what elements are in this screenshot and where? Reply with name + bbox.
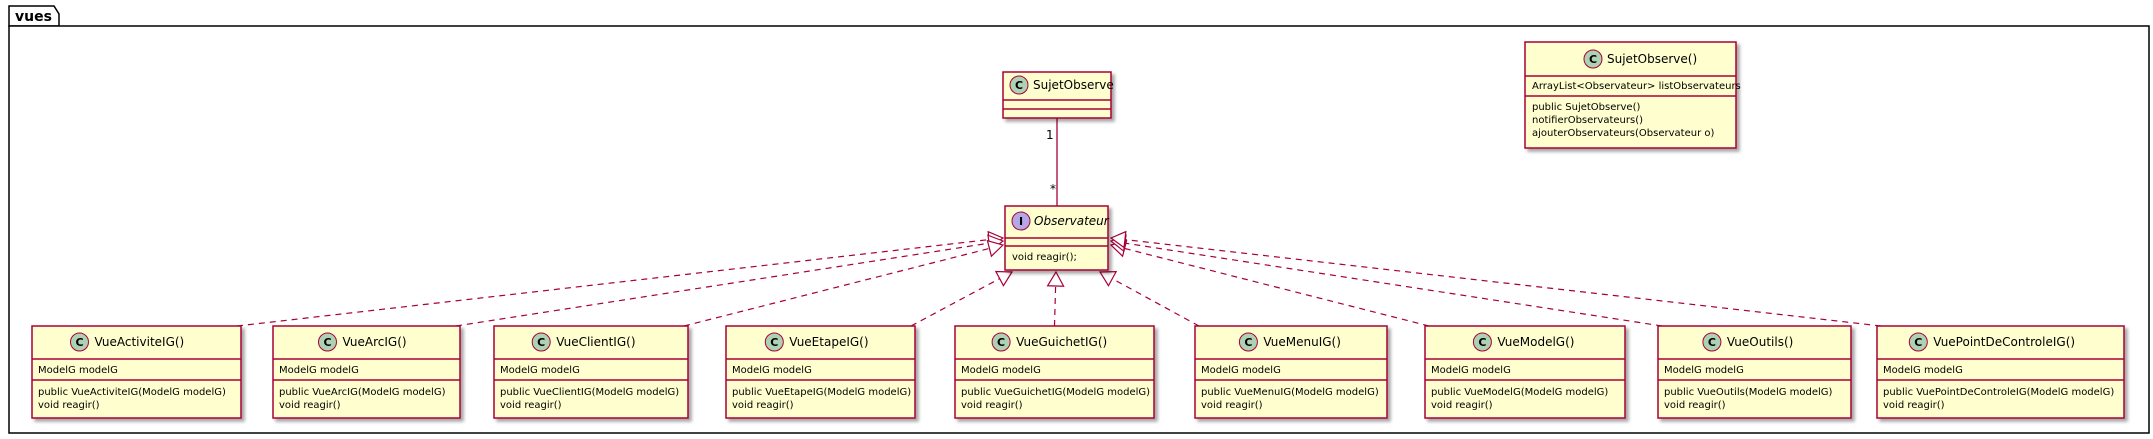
class-attribute: ModelG modelG: [1201, 365, 1281, 376]
class-name: VueMenuIG(): [1263, 335, 1341, 349]
package-tab: [8, 5, 60, 27]
package-name: vues: [15, 9, 52, 25]
class-method: public VuePointDeControleIG(ModelG model…: [1883, 387, 2114, 398]
class-method: void reagir(): [1664, 400, 1726, 411]
class-attribute: ArrayList<Observateur> listObservateurs: [1532, 81, 1741, 92]
class-badge-icon: [70, 332, 89, 352]
class-method: void reagir(): [1431, 400, 1493, 411]
class-attribute: ModelG modelG: [1664, 365, 1744, 376]
class-badge-icon: [991, 332, 1011, 352]
class-badge-letter: C: [537, 336, 545, 349]
class-badge-icon: [764, 332, 784, 352]
class-badge-letter: C: [1914, 336, 1922, 349]
realization-edge: [683, 239, 1005, 327]
class-badge-icon: [1009, 75, 1029, 95]
class-badge-letter: C: [1478, 336, 1486, 349]
interface-name: Observateur: [1034, 214, 1110, 228]
interface-badge-icon: [1011, 211, 1031, 231]
class-name: VueOutils(): [1727, 335, 1793, 349]
class-name: SujetObserve(): [1607, 52, 1697, 66]
class-sujet-observe-content: C SujetObserve: [1003, 75, 1114, 110]
realization-edge: [1109, 230, 1882, 327]
class-box[interactable]: C VueOutils() ModelG modelG public VueOutil…: [1657, 325, 1852, 419]
realization-arrowhead: [986, 239, 1005, 258]
class-method: public VueEtapeIG(ModelG modelG): [732, 387, 911, 398]
class-method: void reagir(): [500, 400, 562, 411]
class-name: VuePointDeControleIG(): [1933, 335, 2075, 349]
class-box[interactable]: C VueEtapeIG() ModelG modelG public VueEtap…: [725, 325, 916, 419]
class-name: VueEtapeIG(): [789, 335, 868, 349]
class-badge-letter: C: [770, 336, 778, 349]
class-badge-icon: [1472, 332, 1492, 352]
class-method: void reagir(): [732, 400, 794, 411]
class-box[interactable]: C VueGuichetIG() ModelG modelG public VueGu…: [954, 325, 1155, 419]
implementing-classes: C VueActiviteIG() ModelG modelG public VueA…: [31, 325, 2125, 419]
interface-observateur-content: I Observateur void reagir();: [1005, 211, 1110, 263]
class-sujet-observe-detail[interactable]: [1524, 41, 1737, 149]
class-attribute: ModelG modelG: [1431, 365, 1511, 376]
class-method: public VueActiviteIG(ModelG modelG): [38, 387, 226, 398]
class-method: ajouterObservateurs(Observateur o): [1532, 128, 1714, 139]
edges: [236, 118, 1882, 327]
class-box[interactable]: C VueArcIG() ModelG modelG public VueArcIG(…: [272, 325, 461, 419]
class-badge-letter: C: [1244, 336, 1252, 349]
class-box[interactable]: C VueActiviteIG() ModelG modelG public VueA…: [31, 325, 242, 419]
association-source-multiplicity: 1: [1046, 128, 1054, 142]
realization-arrowhead: [1046, 270, 1065, 287]
interface-method: void reagir();: [1012, 252, 1077, 263]
class-attribute: ModelG modelG: [38, 365, 118, 376]
class-badge-icon: [1238, 332, 1258, 352]
class-method: public SujetObserve(): [1532, 102, 1640, 113]
class-badge-icon: [531, 332, 551, 352]
association-target-multiplicity: *: [1050, 182, 1056, 196]
class-badge-letter: C: [1589, 53, 1597, 66]
class-name: SujetObserve: [1033, 78, 1114, 92]
class-badge-letter: C: [323, 336, 331, 349]
realization-edge: [1098, 271, 1200, 327]
class-method: public VueMenuIG(ModelG modelG): [1201, 387, 1379, 398]
class-method: public VueModelG(ModelG modelG): [1431, 387, 1608, 398]
class-badge-letter: C: [75, 336, 83, 349]
class-badge-letter: C: [997, 336, 1005, 349]
realization-arrowhead: [994, 270, 1014, 287]
class-attribute: ModelG modelG: [279, 365, 359, 376]
class-box[interactable]: C VueModelG() ModelG modelG public VueModel…: [1424, 325, 1626, 419]
class-method: void reagir(): [961, 400, 1023, 411]
class-method: void reagir(): [279, 400, 341, 411]
class-badge-icon: [1583, 49, 1603, 69]
class-name: VueModelG(): [1497, 335, 1574, 349]
class-name: VueGuichetIG(): [1016, 335, 1107, 349]
class-box[interactable]: C VueMenuIG() ModelG modelG public VueMenuI…: [1194, 325, 1388, 419]
realization-edge: [1046, 270, 1065, 327]
interface-badge-letter: I: [1019, 215, 1023, 228]
class-method: void reagir(): [1201, 400, 1263, 411]
class-name: VueActiviteIG(): [95, 335, 185, 349]
class-method: void reagir(): [38, 400, 100, 411]
realization-edge: [910, 270, 1014, 327]
class-badge-letter: C: [1015, 79, 1023, 92]
class-attribute: ModelG modelG: [732, 365, 812, 376]
class-method: notifierObservateurs(): [1532, 115, 1643, 126]
class-attribute: ModelG modelG: [500, 365, 580, 376]
class-badge-icon: [1702, 332, 1722, 352]
class-method: public VueClientIG(ModelG modelG): [500, 387, 679, 398]
class-method: public VueGuichetIG(ModelG modelG): [961, 387, 1150, 398]
class-attribute: ModelG modelG: [961, 365, 1041, 376]
class-sujet-observe-detail-content: C SujetObserve() ArrayList<Observateur> …: [1525, 49, 1741, 139]
realization-arrowhead: [1098, 271, 1118, 287]
class-attribute: ModelG modelG: [1883, 365, 1963, 376]
realization-arrowhead: [1109, 230, 1127, 249]
class-method: void reagir(): [1883, 400, 1945, 411]
class-box[interactable]: C VuePointDeControleIG() ModelG modelG publ…: [1876, 325, 2125, 419]
class-name: VueArcIG(): [343, 335, 407, 349]
class-box[interactable]: C VueClientIG() ModelG modelG public VueCli…: [493, 325, 689, 419]
class-method: public VueArcIG(ModelG modelG): [279, 387, 446, 398]
class-name: VueClientIG(): [556, 335, 635, 349]
class-badge-letter: C: [1708, 336, 1716, 349]
class-badge-icon: [318, 332, 337, 352]
class-badge-icon: [1908, 332, 1928, 352]
class-method: public VueOutils(ModelG modelG): [1664, 387, 1833, 398]
